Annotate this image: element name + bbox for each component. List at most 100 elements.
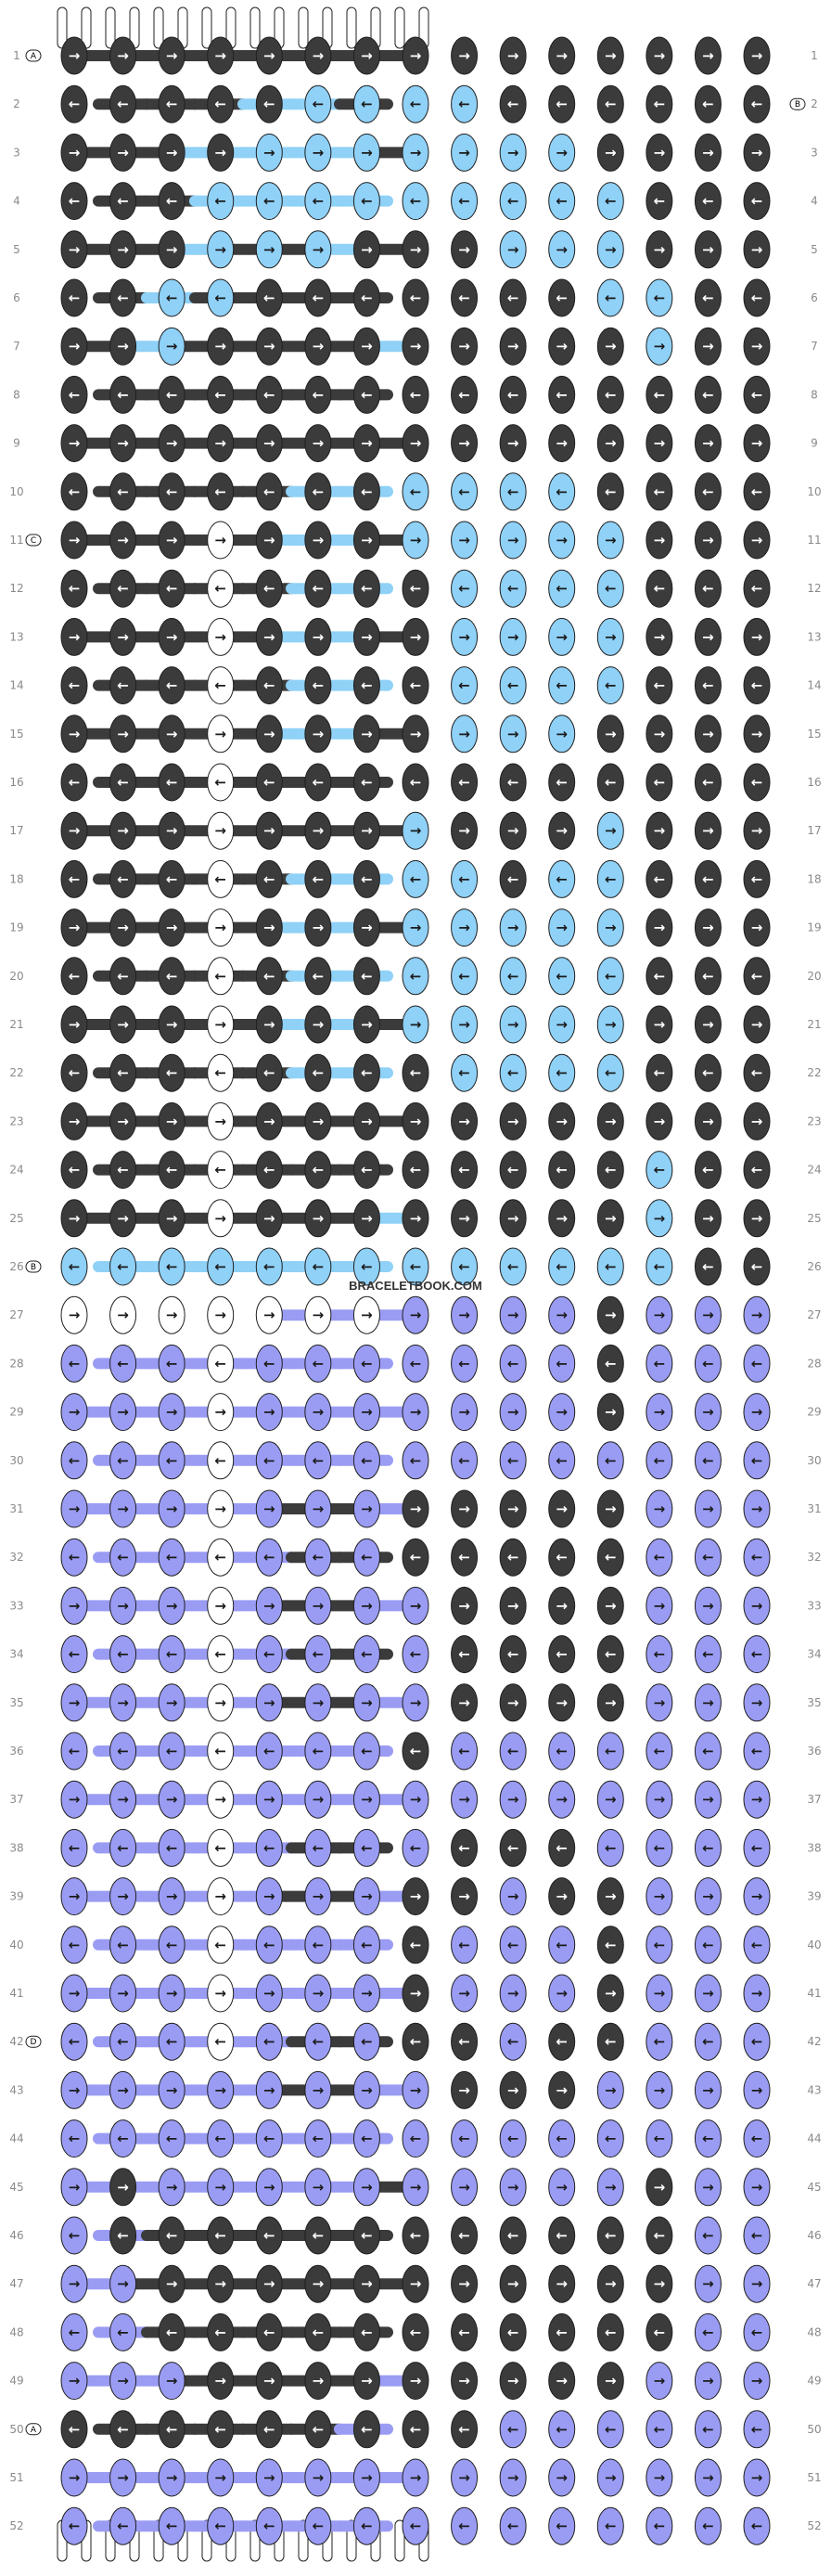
knot-bead	[352, 1247, 380, 1286]
knot: →	[60, 327, 88, 366]
knot: →	[352, 230, 380, 269]
knot-bead	[402, 133, 429, 172]
knot-bead	[646, 2458, 673, 2497]
knot: ←	[109, 2119, 137, 2158]
arrow-right-icon: →	[654, 241, 666, 258]
knot-bead	[499, 1780, 527, 1819]
knot-bead	[694, 1732, 722, 1771]
knot: ←	[109, 1926, 137, 1964]
knot: ←	[304, 957, 332, 996]
knot-bead	[109, 2410, 137, 2449]
arrow-left-icon: ←	[605, 1162, 617, 1179]
arrow-left-icon: ←	[361, 1646, 373, 1663]
arrow-left-icon: ←	[458, 1355, 470, 1372]
arrow-left-icon: ←	[507, 1355, 519, 1372]
knot: →	[109, 1877, 137, 1916]
arrow-right-icon: →	[605, 1210, 617, 1227]
knot-bead	[596, 2458, 624, 2497]
knot-bead	[596, 2362, 624, 2401]
knot: →	[451, 230, 479, 269]
knot-bead	[158, 1441, 185, 1480]
arrow-right-icon: →	[263, 1597, 275, 1614]
arrow-right-icon: →	[751, 1016, 763, 1033]
knot: →	[255, 1101, 283, 1140]
arrow-right-icon: →	[166, 2179, 178, 2196]
arrow-left-icon: ←	[410, 96, 422, 112]
knot: ←	[451, 1344, 479, 1383]
knot-bead	[499, 2216, 527, 2255]
knot-bead	[352, 2410, 380, 2449]
knot: ←	[352, 2022, 380, 2061]
knot-bead	[255, 1247, 283, 1286]
knot-bead	[60, 327, 88, 366]
knot: →	[304, 424, 332, 463]
knot-bead	[60, 230, 88, 269]
knot: ←	[207, 2216, 235, 2255]
knot-bead	[646, 1199, 673, 1238]
knot-bead	[743, 957, 771, 996]
arrow-left-icon: ←	[361, 1937, 373, 1953]
knot-bead	[548, 2119, 576, 2158]
arrow-right-icon: →	[654, 1888, 666, 1905]
arrow-right-icon: →	[214, 822, 226, 839]
knot: →	[158, 2070, 185, 2109]
arrow-right-icon: →	[263, 144, 275, 161]
row-number-left: 42	[9, 2035, 23, 2048]
knot-bead	[646, 521, 673, 560]
arrow-left-icon: ←	[361, 193, 373, 210]
arrow-right-icon: →	[458, 1016, 470, 1033]
knot: ←	[158, 1828, 185, 1867]
knot-bead	[646, 908, 673, 947]
knot-bead	[451, 2264, 479, 2303]
knot: ←	[207, 1538, 235, 1577]
arrow-left-icon: ←	[654, 1743, 666, 1759]
knot: ←	[694, 1732, 722, 1771]
arrow-left-icon: ←	[69, 290, 81, 306]
knot-bead	[207, 1199, 235, 1238]
knot-bead	[60, 1489, 88, 1528]
arrow-left-icon: ←	[263, 193, 275, 210]
arrow-right-icon: →	[410, 1113, 422, 1129]
arrow-right-icon: →	[654, 144, 666, 161]
knot: ←	[743, 957, 771, 996]
knot-bead	[207, 2264, 235, 2303]
knot-bead	[646, 424, 673, 463]
knot: ←	[596, 375, 624, 414]
strand-stub-top	[105, 6, 116, 49]
knot: ←	[743, 375, 771, 414]
knot-bead	[596, 1877, 624, 1916]
arrow-right-icon: →	[702, 241, 714, 258]
knot: ←	[596, 2216, 624, 2255]
knot-bead	[596, 1295, 624, 1334]
knot: ←	[158, 2119, 185, 2158]
arrow-left-icon: ←	[605, 386, 617, 403]
arrow-left-icon: ←	[313, 677, 325, 694]
knot-bead	[548, 1780, 576, 1819]
knot-bead	[402, 1005, 429, 1044]
arrow-left-icon: ←	[117, 1839, 129, 1856]
knot: →	[596, 1683, 624, 1722]
knot: ←	[158, 1247, 185, 1286]
knot: →	[548, 2362, 576, 2401]
arrow-left-icon: ←	[410, 2518, 422, 2534]
knot-bead	[60, 1635, 88, 1674]
knot-bead	[646, 472, 673, 511]
knot-bead	[255, 424, 283, 463]
knot-bead	[304, 182, 332, 221]
knot-bead	[548, 2410, 576, 2449]
knot: →	[109, 1005, 137, 1044]
arrow-left-icon: ←	[361, 580, 373, 597]
arrow-right-icon: →	[214, 241, 226, 258]
knot: ←	[596, 957, 624, 996]
arrow-left-icon: ←	[313, 580, 325, 597]
knot-bead	[743, 327, 771, 366]
knot-bead	[402, 182, 429, 221]
arrow-right-icon: →	[654, 1016, 666, 1033]
knot-bead	[548, 1877, 576, 1916]
knot: →	[304, 1586, 332, 1625]
arrow-left-icon: ←	[166, 2227, 178, 2244]
knot-bead	[109, 1295, 137, 1334]
knot: ←	[158, 1635, 185, 1674]
knot: →	[158, 1780, 185, 1819]
arrow-right-icon: →	[605, 338, 617, 354]
